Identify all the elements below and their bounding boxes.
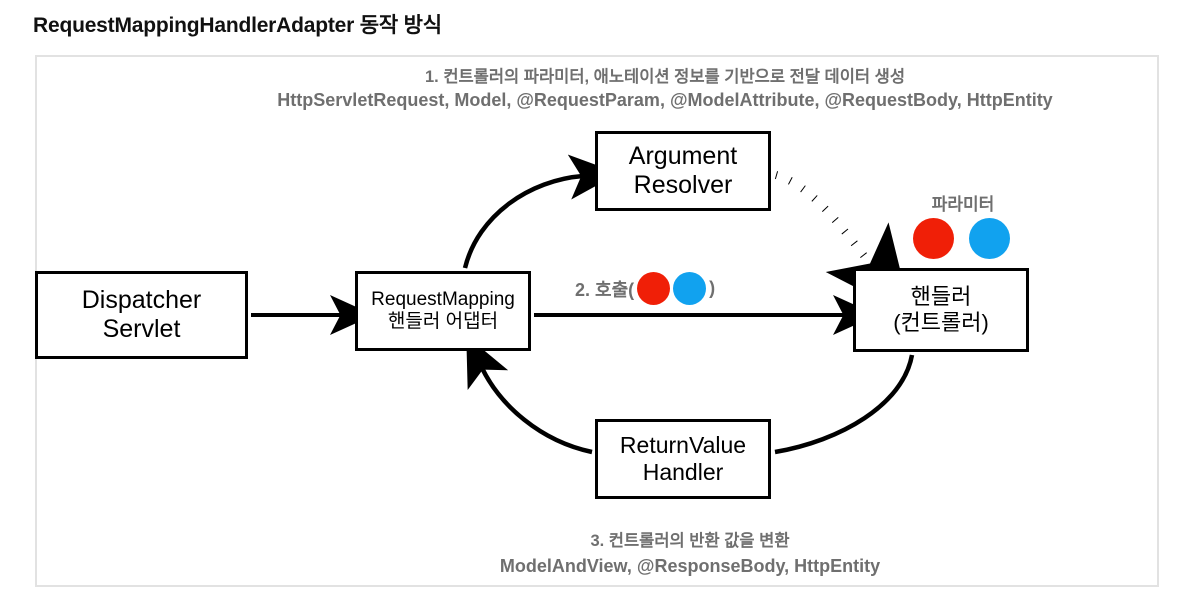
blue-dot-icon (969, 218, 1010, 259)
red-dot-icon (913, 218, 954, 259)
node-request-mapping-handler-adapter-line2: 핸들러 어댑터 (387, 311, 499, 332)
node-dispatcher-servlet-line1: Dispatcher (81, 286, 202, 314)
page-title: RequestMappingHandlerAdapter 동작 방식 (33, 14, 442, 37)
node-request-mapping-handler-adapter[interactable]: RequestMapping 핸들러 어댑터 (355, 271, 531, 351)
blue-dot-icon (673, 272, 707, 305)
node-return-value-handler-line1: ReturnValue (619, 432, 747, 459)
label-parameter: 파라미터 (931, 195, 995, 214)
node-handler-controller-line1: 핸들러 (910, 284, 972, 310)
note-bottom-types: ModelAndView, @ResponseBody, HttpEntity (499, 556, 881, 576)
red-dot-icon (637, 272, 671, 305)
node-argument-resolver-line1: Argument (628, 142, 738, 170)
node-dispatcher-servlet[interactable]: Dispatcher Servlet (35, 271, 248, 359)
node-request-mapping-handler-adapter-line1: RequestMapping (371, 288, 515, 310)
node-dispatcher-servlet-line2: Servlet (102, 315, 181, 343)
node-return-value-handler-line2: Handler (642, 459, 724, 485)
note-bottom-step3: 3. 컨트롤러의 반환 값을 변환 (590, 532, 790, 550)
node-argument-resolver[interactable]: Argument Resolver (595, 131, 771, 211)
label-call-step2: 2. 호출( ) (575, 272, 715, 305)
node-return-value-handler[interactable]: ReturnValue Handler (595, 419, 771, 499)
parameter-dots (913, 218, 1010, 259)
node-argument-resolver-line2: Resolver (633, 171, 733, 199)
label-call-step2-prefix: 2. 호출( (575, 279, 635, 300)
note-top-step1: 1. 컨트롤러의 파라미터, 애노테이션 정보를 기반으로 전달 데이터 생성 (424, 68, 906, 86)
node-handler-controller-line2: (컨트롤러) (893, 310, 989, 335)
node-handler-controller[interactable]: 핸들러 (컨트롤러) (853, 268, 1029, 352)
note-top-types: HttpServletRequest, Model, @RequestParam… (277, 90, 1053, 110)
label-call-step2-suffix: ) (709, 278, 716, 298)
